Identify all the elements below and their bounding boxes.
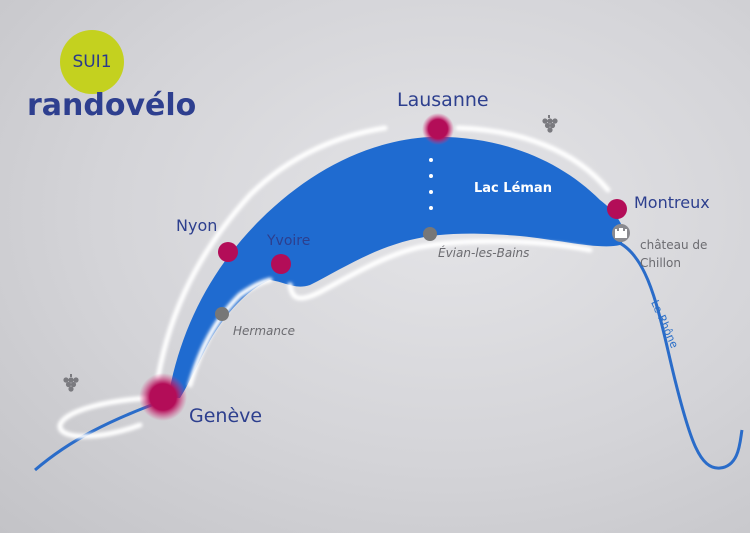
poi-label-chillon: château de Chillon <box>640 236 707 272</box>
yvoire-marker[interactable] <box>271 254 291 274</box>
route-badge-text: SUI1 <box>72 52 112 72</box>
route-badge: SUI1 <box>60 30 124 94</box>
route-south-shore-2 <box>287 238 593 301</box>
poi-label-line1: château de <box>640 238 708 252</box>
nyon-marker[interactable] <box>218 242 238 262</box>
montreux-marker[interactable] <box>607 199 627 219</box>
geneve-marker[interactable] <box>139 373 187 421</box>
route-north-shore-2 <box>455 125 611 193</box>
route-north-shore <box>155 125 388 381</box>
lac-leman-shape <box>168 136 624 398</box>
place-label-evian: Évian-les-Bains <box>438 246 530 260</box>
rhone-river-inflow <box>611 238 744 470</box>
city-label-lausanne[interactable]: Lausanne <box>397 89 489 111</box>
poi-label-line2: Chillon <box>640 256 681 270</box>
city-label-geneve[interactable]: Genève <box>189 405 263 427</box>
hermance-marker[interactable] <box>215 307 229 321</box>
evian-marker[interactable] <box>423 227 437 241</box>
place-label-hermance: Hermance <box>233 324 295 338</box>
grapes-icon <box>542 115 558 133</box>
castle-icon[interactable] <box>612 224 630 242</box>
brand-name: randovélo <box>27 88 197 123</box>
ferry-line <box>429 158 433 210</box>
route-loop-geneve <box>57 395 153 439</box>
city-label-montreux[interactable]: Montreux <box>634 193 710 212</box>
lausanne-marker[interactable] <box>422 113 454 145</box>
city-label-yvoire[interactable]: Yvoire <box>267 233 311 249</box>
grapes-icon <box>63 374 79 392</box>
city-label-nyon[interactable]: Nyon <box>176 216 218 235</box>
route-south-shore <box>187 277 273 388</box>
lake-label: Lac Léman <box>474 181 552 196</box>
